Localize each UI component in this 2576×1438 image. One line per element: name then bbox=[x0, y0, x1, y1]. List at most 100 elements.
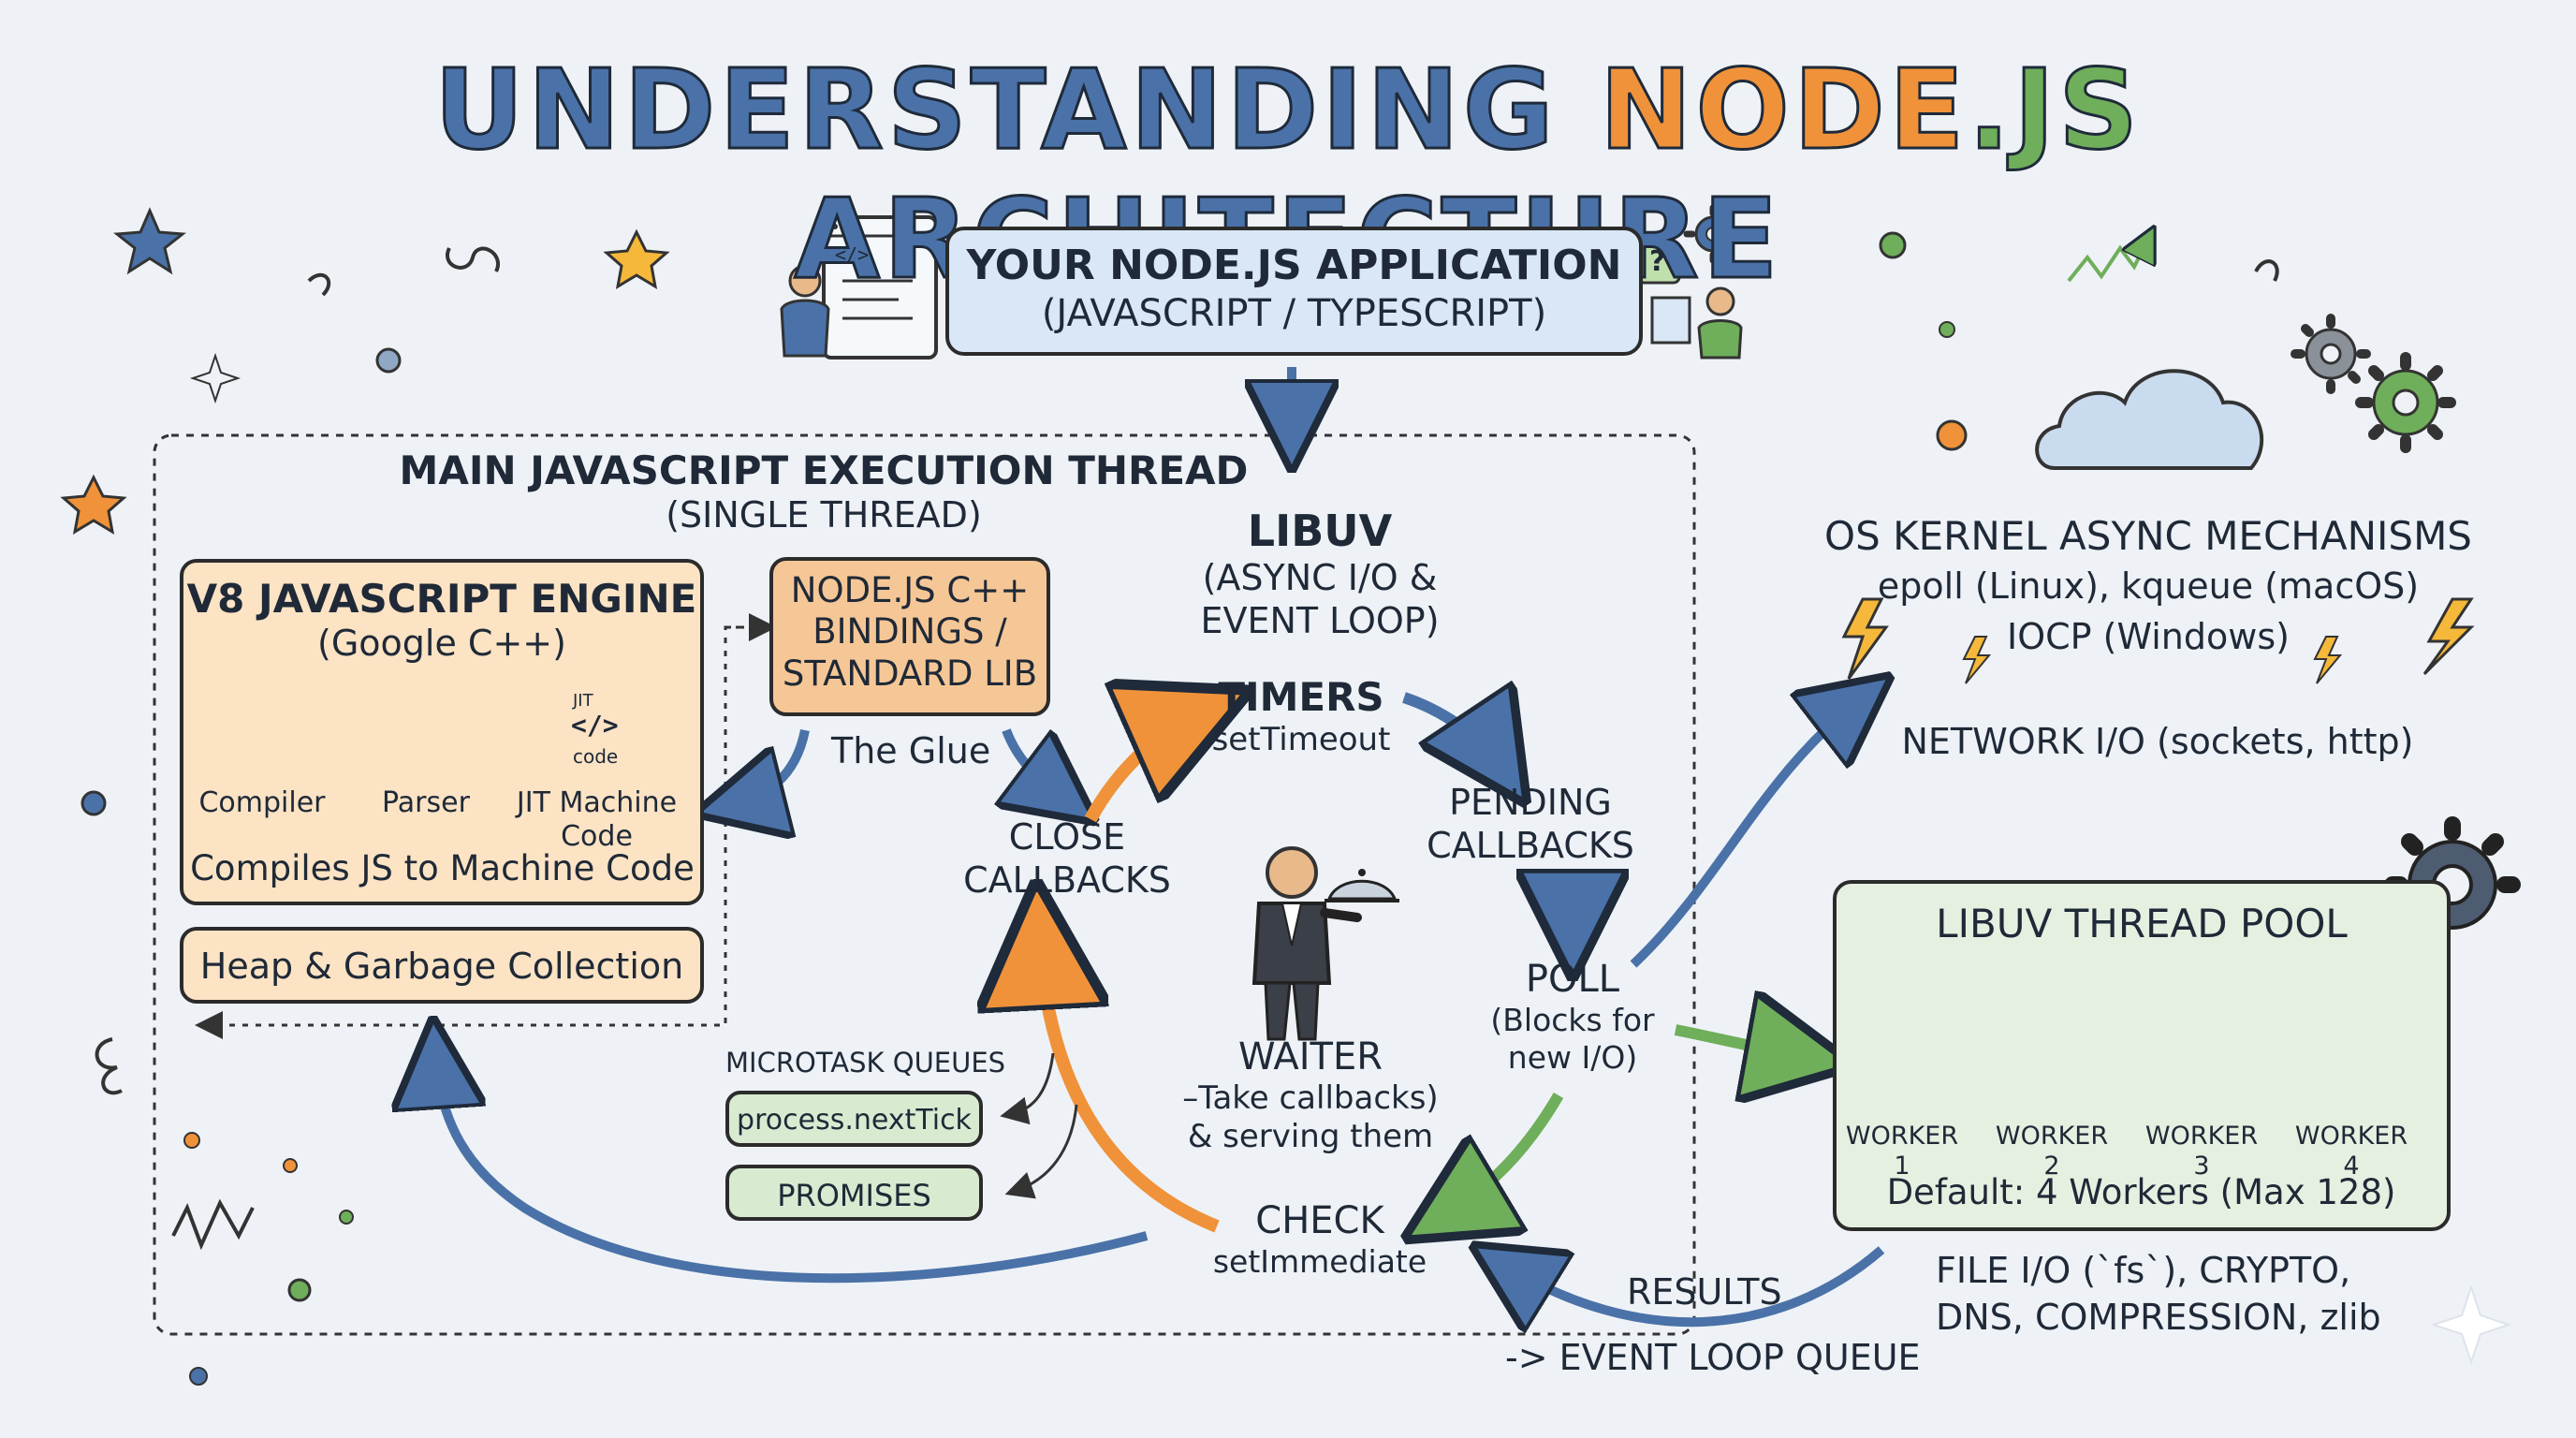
network-io-label: NETWORK I/O (sockets, http) bbox=[1901, 721, 2414, 762]
compiler-label: Compiler bbox=[198, 786, 326, 819]
jit-icon-code: code bbox=[573, 745, 619, 768]
lightning-icon bbox=[2313, 636, 2343, 684]
pending-line2: CALLBACKS bbox=[1427, 824, 1634, 866]
pool-default-label: Default: 4 Workers (Max 128) bbox=[1886, 1172, 2396, 1212]
main-thread-container bbox=[153, 433, 1696, 1336]
v8-engine-box: V8 JAVASCRIPT ENGINE (Google C++) bbox=[180, 559, 704, 905]
phase-timers: TIMERS setTimeout bbox=[1189, 674, 1413, 759]
promises-box: PROMISES bbox=[725, 1165, 983, 1221]
waiter-figure bbox=[1251, 846, 1399, 1041]
squiggle-decoration bbox=[2254, 259, 2279, 282]
main-thread-title: MAIN JAVASCRIPT EXECUTION THREAD bbox=[399, 448, 1249, 493]
pool-title: LIBUV THREAD POOL bbox=[1936, 901, 2348, 946]
dot-decoration bbox=[1939, 321, 1955, 338]
jit-icon-glyph: </> bbox=[571, 710, 619, 741]
phase-pending: PENDING CALLBACKS bbox=[1404, 782, 1657, 867]
close-line2: CALLBACKS bbox=[963, 858, 1171, 901]
os-line2: IOCP (Windows) bbox=[2007, 615, 2290, 657]
pool-tasks-line1: FILE I/O (`fs`), CRYPTO, bbox=[1936, 1250, 2351, 1291]
jit-label: JIT Machine Code bbox=[516, 786, 678, 853]
worker-2-label: WORKER 2 bbox=[1995, 1122, 2109, 1181]
title-part-js: JS bbox=[2012, 44, 2143, 176]
waiter-title: WAITER bbox=[1237, 1035, 1383, 1078]
arrow-timers-to-pending bbox=[1402, 697, 1502, 768]
arrow-to-promises bbox=[1004, 1104, 1078, 1199]
waiter-line2: & serving them bbox=[1187, 1117, 1434, 1155]
sparkle-icon bbox=[189, 352, 242, 404]
arrow-to-next-tick bbox=[1000, 1052, 1055, 1125]
arrow-pending-to-poll bbox=[1565, 880, 1573, 936]
v8-title: V8 JAVASCRIPT ENGINE bbox=[186, 576, 697, 622]
lightning-icon bbox=[1962, 636, 1992, 684]
dot-decoration bbox=[183, 1132, 200, 1149]
code-window-icon bbox=[822, 215, 938, 360]
gear-icon bbox=[1683, 204, 1743, 264]
worker-4-label: WORKER 4 bbox=[2294, 1122, 2408, 1181]
arrow-results-to-check bbox=[1502, 1250, 1885, 1322]
next-tick-label: process.nextTick bbox=[737, 1104, 972, 1137]
dot-decoration bbox=[1879, 231, 1907, 259]
code-glyph: </> bbox=[835, 243, 870, 266]
libuv-title: LIBUV bbox=[1247, 506, 1393, 556]
dot-decoration bbox=[189, 1367, 208, 1386]
poll-sub1: (Blocks for bbox=[1490, 1002, 1655, 1038]
os-kernel-label: OS KERNEL ASYNC MECHANISMS epoll (Linux)… bbox=[1797, 513, 2499, 659]
arrow-bindings-to-close bbox=[1006, 728, 1067, 800]
event-loop-queue-label: -> EVENT LOOP QUEUE bbox=[1505, 1337, 1921, 1378]
bindings-box: NODE.JS C++ BINDINGS / STANDARD LIB bbox=[769, 557, 1050, 716]
arrow-poll-to-pool bbox=[1674, 1030, 1811, 1058]
glue-label: The Glue bbox=[831, 730, 991, 771]
arrow-check-to-close bbox=[1039, 932, 1220, 1233]
promises-label: PROMISES bbox=[777, 1178, 931, 1213]
lightning-icon bbox=[2422, 597, 2475, 676]
dot-decoration bbox=[283, 1158, 298, 1173]
arrow-check-to-v8 bbox=[435, 1053, 1149, 1284]
squiggle-decoration bbox=[171, 1198, 255, 1251]
developer-figure bbox=[1650, 286, 1743, 360]
dot-decoration bbox=[375, 347, 402, 374]
app-title: YOUR NODE.JS APPLICATION bbox=[966, 242, 1622, 289]
sparkle-icon bbox=[2430, 1284, 2512, 1366]
trend-decoration bbox=[2067, 239, 2148, 283]
pending-line1: PENDING bbox=[1449, 782, 1612, 823]
v8-subtitle: (Google C++) bbox=[317, 623, 566, 665]
os-title: OS KERNEL ASYNC MECHANISMS bbox=[1824, 513, 2472, 559]
close-line1: CLOSE bbox=[1008, 816, 1126, 858]
bindings-line3: STANDARD LIB bbox=[782, 653, 1038, 694]
arrow-poll-to-check bbox=[1442, 1092, 1564, 1217]
heap-box: Heap & Garbage Collection bbox=[180, 927, 704, 1004]
dot-decoration bbox=[1936, 419, 1968, 451]
squiggle-decoration bbox=[446, 246, 500, 272]
waiter-line1: –Take callbacks) bbox=[1182, 1079, 1439, 1117]
poll-sub2: new I/O) bbox=[1507, 1038, 1638, 1076]
star-icon bbox=[603, 228, 670, 289]
libuv-line2: (ASYNC I/O & bbox=[1202, 557, 1438, 599]
app-subtitle: (JAVASCRIPT / TYPESCRIPT) bbox=[1041, 291, 1547, 335]
phase-close: CLOSE CALLBACKS bbox=[955, 816, 1179, 902]
waiter-label: WAITER –Take callbacks) & serving them bbox=[1161, 1034, 1460, 1156]
microtask-label: MICROTASK QUEUES bbox=[725, 1047, 1006, 1078]
phase-check: CHECK setImmediate bbox=[1189, 1198, 1451, 1281]
results-label: RESULTS bbox=[1627, 1271, 1782, 1313]
dot-decoration bbox=[339, 1210, 354, 1225]
gear-icon bbox=[2355, 352, 2456, 453]
squiggle-decoration bbox=[95, 1037, 123, 1095]
bindings-line2: BINDINGS / bbox=[812, 611, 1007, 653]
next-tick-box: process.nextTick bbox=[725, 1091, 983, 1147]
phase-poll: POLL (Blocks for new I/O) bbox=[1460, 957, 1685, 1076]
dot-decoration bbox=[287, 1278, 312, 1302]
title-part-node: NODE bbox=[1598, 44, 1969, 176]
dot-decoration bbox=[80, 790, 107, 816]
cloud-icon bbox=[2035, 369, 2264, 470]
star-icon bbox=[60, 474, 127, 535]
timers-label: TIMERS bbox=[1218, 674, 1384, 720]
worker-3-label: WORKER 3 bbox=[2144, 1122, 2259, 1181]
check-label: CHECK bbox=[1255, 1199, 1384, 1242]
parser-label: Parser bbox=[382, 786, 470, 819]
main-thread-subtitle: (SINGLE THREAD) bbox=[666, 494, 982, 536]
developer-figure bbox=[780, 264, 830, 358]
arrow-poll-to-os bbox=[1630, 697, 1863, 968]
question-icon: ? bbox=[1649, 245, 1666, 278]
poll-label: POLL bbox=[1525, 958, 1620, 1001]
title-part-dot: . bbox=[1967, 44, 2014, 176]
